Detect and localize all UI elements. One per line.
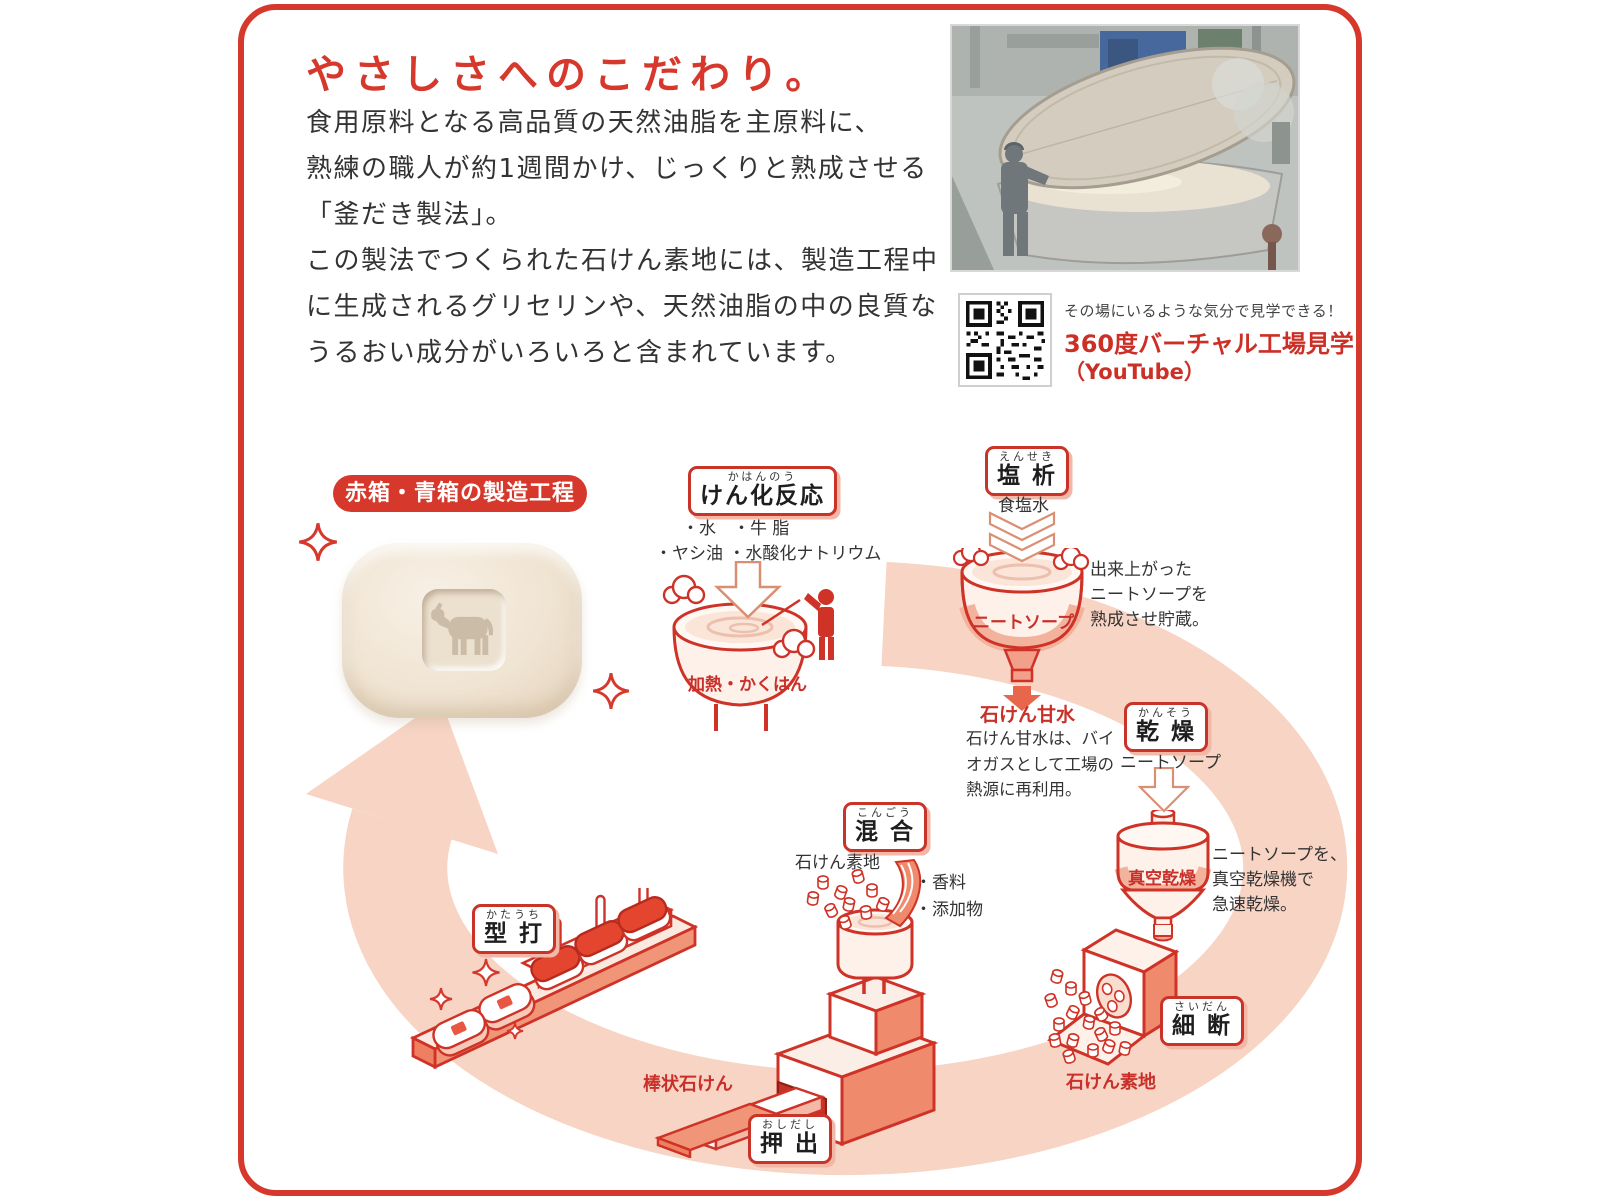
sap-ingredients-1: ・水 ・牛 脂 <box>682 519 790 539</box>
salt-input-label: 食塩水 <box>998 496 1049 516</box>
note-line: 熟成させ貯蔵。 <box>1090 610 1209 630</box>
step-label-saponification: かはんのう けん化反応 <box>688 466 837 516</box>
mixing-input-label: 石けん素地 <box>795 853 880 873</box>
sparkle-icon <box>429 958 524 1040</box>
diagram-heading: 赤箱・青箱の製造工程 <box>333 475 587 512</box>
step-label-text: けん化反応 <box>700 483 825 509</box>
note-line: オガスとして工場の <box>966 754 1115 774</box>
note-line: 熱源に再利用。 <box>966 780 1082 799</box>
down-arrow-icon <box>713 561 783 619</box>
step-label-drying: かんそう 乾 燥 <box>1124 702 1209 752</box>
kettle-illustration <box>662 574 834 731</box>
step-label-text: 押 出 <box>760 1131 821 1157</box>
shred-output-label: 石けん素地 <box>1066 1072 1156 1093</box>
byproduct-note: 石けん甘水は、バイ オガスとして工場の 熱源に再利用。 <box>966 726 1115 803</box>
factory-kettle-photo <box>950 24 1300 272</box>
extrusion-output-label: 棒状石けん <box>643 1074 733 1095</box>
tour-platform: （YouTube） <box>1064 360 1205 384</box>
steam-cloud-icon <box>1052 548 1090 571</box>
additive-1: ・香料 <box>915 873 966 893</box>
step-label-text: 混 合 <box>855 819 916 845</box>
furigana: こんごう <box>857 806 913 819</box>
note-line: 出来上がった <box>1090 560 1192 580</box>
page-title: やさしさへのこだわり。 <box>306 52 834 98</box>
note-line: 真空乾燥機で <box>1212 870 1314 890</box>
dryer-caption: 真空乾燥 <box>1128 869 1196 889</box>
furigana: さいだん <box>1174 1000 1230 1013</box>
intro-paragraph: 食用原料となる高品質の天然油脂を主原料に、 熟練の職人が約1週間かけ、じっくりと… <box>306 100 939 376</box>
tour-title: 360度バーチャル工場見学 <box>1064 330 1354 358</box>
intro-line: に生成されるグリセリンや、天然油脂の中の良質な <box>306 292 938 322</box>
steam-cloud-icon <box>772 628 816 659</box>
stamped-soap <box>432 1009 490 1057</box>
cow-emblem-icon <box>431 602 494 655</box>
step-label-text: 細 断 <box>1172 1013 1233 1039</box>
sap-ingredients-2: ・ヤシ油 ・水酸化ナトリウム <box>655 544 882 564</box>
press <box>574 894 629 966</box>
tank-caption: ニートソープ <box>973 613 1074 633</box>
furigana: かたうち <box>486 908 542 921</box>
intro-line: 熟練の職人が約1週間かけ、じっくりと熟成させる <box>306 154 928 184</box>
furigana: えんせき <box>999 450 1055 463</box>
product-soap <box>342 543 582 718</box>
factory-photo-illustration <box>952 26 1298 270</box>
salting-tank-illustration <box>953 548 1090 711</box>
note-line: 急速乾燥。 <box>1212 895 1297 915</box>
note-line: ニートソープを <box>1090 585 1208 605</box>
salting-note: 出来上がった ニートソープを 熟成させ貯蔵。 <box>1090 558 1209 633</box>
kettle-caption: 加熱・かくはん <box>688 675 807 695</box>
steam-cloud-icon <box>953 548 990 567</box>
furigana: かんそう <box>1138 706 1194 719</box>
intro-line: 食用原料となる高品質の天然油脂を主原料に、 <box>306 108 882 138</box>
intro-line: この製法でつくられた石けん素地には、製造工程中 <box>306 246 939 276</box>
step-label-extrusion: おしだし 押 出 <box>748 1114 833 1164</box>
down-arrow-icon <box>988 511 1056 563</box>
steam-cloud-icon <box>662 574 706 605</box>
step-label-stamping: かたうち 型 打 <box>472 904 557 954</box>
intro-line: うるおい成分がいろいろと含まれています。 <box>306 338 853 368</box>
note-line: ニートソープを、 <box>1212 845 1347 865</box>
step-label-text: 塩 析 <box>997 463 1058 489</box>
worker-icon <box>1001 142 1049 256</box>
down-arrow-icon <box>1003 686 1041 711</box>
qr-code-icon <box>958 293 1052 387</box>
step-label-mixing: こんごう 混 合 <box>843 802 928 852</box>
worker-icon <box>761 589 834 660</box>
press <box>617 888 672 942</box>
qr-pattern <box>963 298 1047 382</box>
furigana: かはんのう <box>727 470 798 483</box>
intro-line: 「釜だき製法」。 <box>306 200 514 230</box>
drying-input-label: ニートソープ <box>1120 753 1221 773</box>
step-label-text: 型 打 <box>484 921 545 947</box>
soap-stamp-recess <box>422 589 506 671</box>
drying-note: ニートソープを、 真空乾燥機で 急速乾燥。 <box>1212 843 1347 918</box>
sparkle-icon <box>592 672 630 710</box>
step-label-text: 乾 燥 <box>1136 719 1197 745</box>
step-label-salting-out: えんせき 塩 析 <box>985 446 1070 496</box>
down-arrow-icon <box>1138 767 1190 813</box>
byproduct-label: 石けん甘水 <box>980 704 1076 726</box>
additive-2: ・添加物 <box>915 900 983 920</box>
note-line: 石けん甘水は、バイ <box>966 729 1115 748</box>
tour-caption: その場にいるような気分で見学できる！ <box>1064 302 1343 320</box>
sparkle-icon <box>299 523 337 561</box>
furigana: おしだし <box>762 1118 818 1131</box>
step-label-shredding: さいだん 細 断 <box>1160 996 1245 1046</box>
